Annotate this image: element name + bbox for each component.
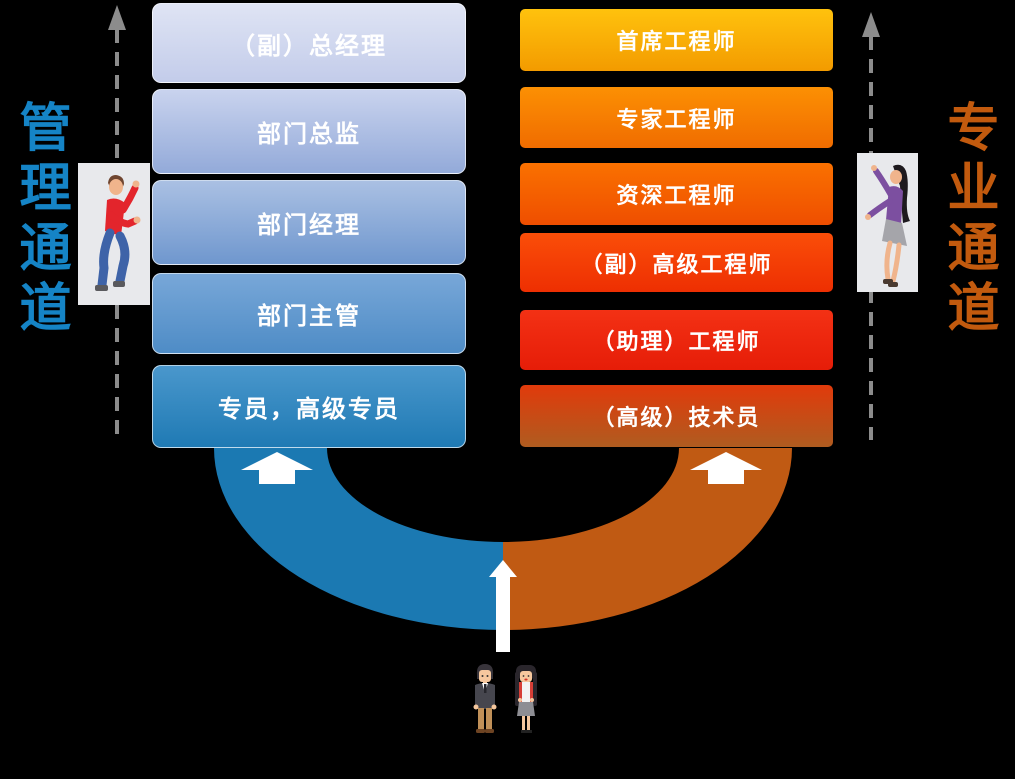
- dashed-up-arrow-left: [108, 5, 126, 435]
- level-box-deputy-general-manager: （副）总经理: [152, 3, 466, 83]
- level-box-assistant-engineer: （助理）工程师: [520, 310, 833, 370]
- ring-right-half: [503, 448, 792, 630]
- level-box-technician: （高级）技术员: [520, 385, 833, 447]
- level-box-specialist: 专员，高级专员: [152, 365, 466, 448]
- climbing-man-photo: [78, 163, 150, 305]
- businesswoman-figure: [515, 665, 537, 733]
- up-arrow-icon-left: [241, 452, 313, 484]
- up-arrow-icon-center: [489, 560, 517, 652]
- businessman-figure: [473, 664, 497, 733]
- up-arrow-icon-right: [690, 452, 762, 484]
- level-box-veteran-engineer: 资深工程师: [520, 163, 833, 225]
- professional-channel-label: 专业通道: [938, 100, 998, 340]
- level-box-department-manager: 部门经理: [152, 180, 466, 265]
- level-box-department-supervisor: 部门主管: [152, 273, 466, 354]
- arrowhead-icon: [862, 12, 880, 37]
- ring-left-half: [214, 448, 503, 630]
- level-box-expert-engineer: 专家工程师: [520, 87, 833, 148]
- level-box-senior-engineer: （副）高级工程师: [520, 233, 833, 292]
- dashed-up-arrow-right: [862, 12, 880, 440]
- management-channel-label: 管理通道: [10, 100, 70, 340]
- level-box-chief-engineer: 首席工程师: [520, 9, 833, 71]
- climbing-woman-photo: [857, 153, 918, 292]
- arrowhead-icon: [108, 5, 126, 30]
- level-box-department-director: 部门总监: [152, 89, 466, 174]
